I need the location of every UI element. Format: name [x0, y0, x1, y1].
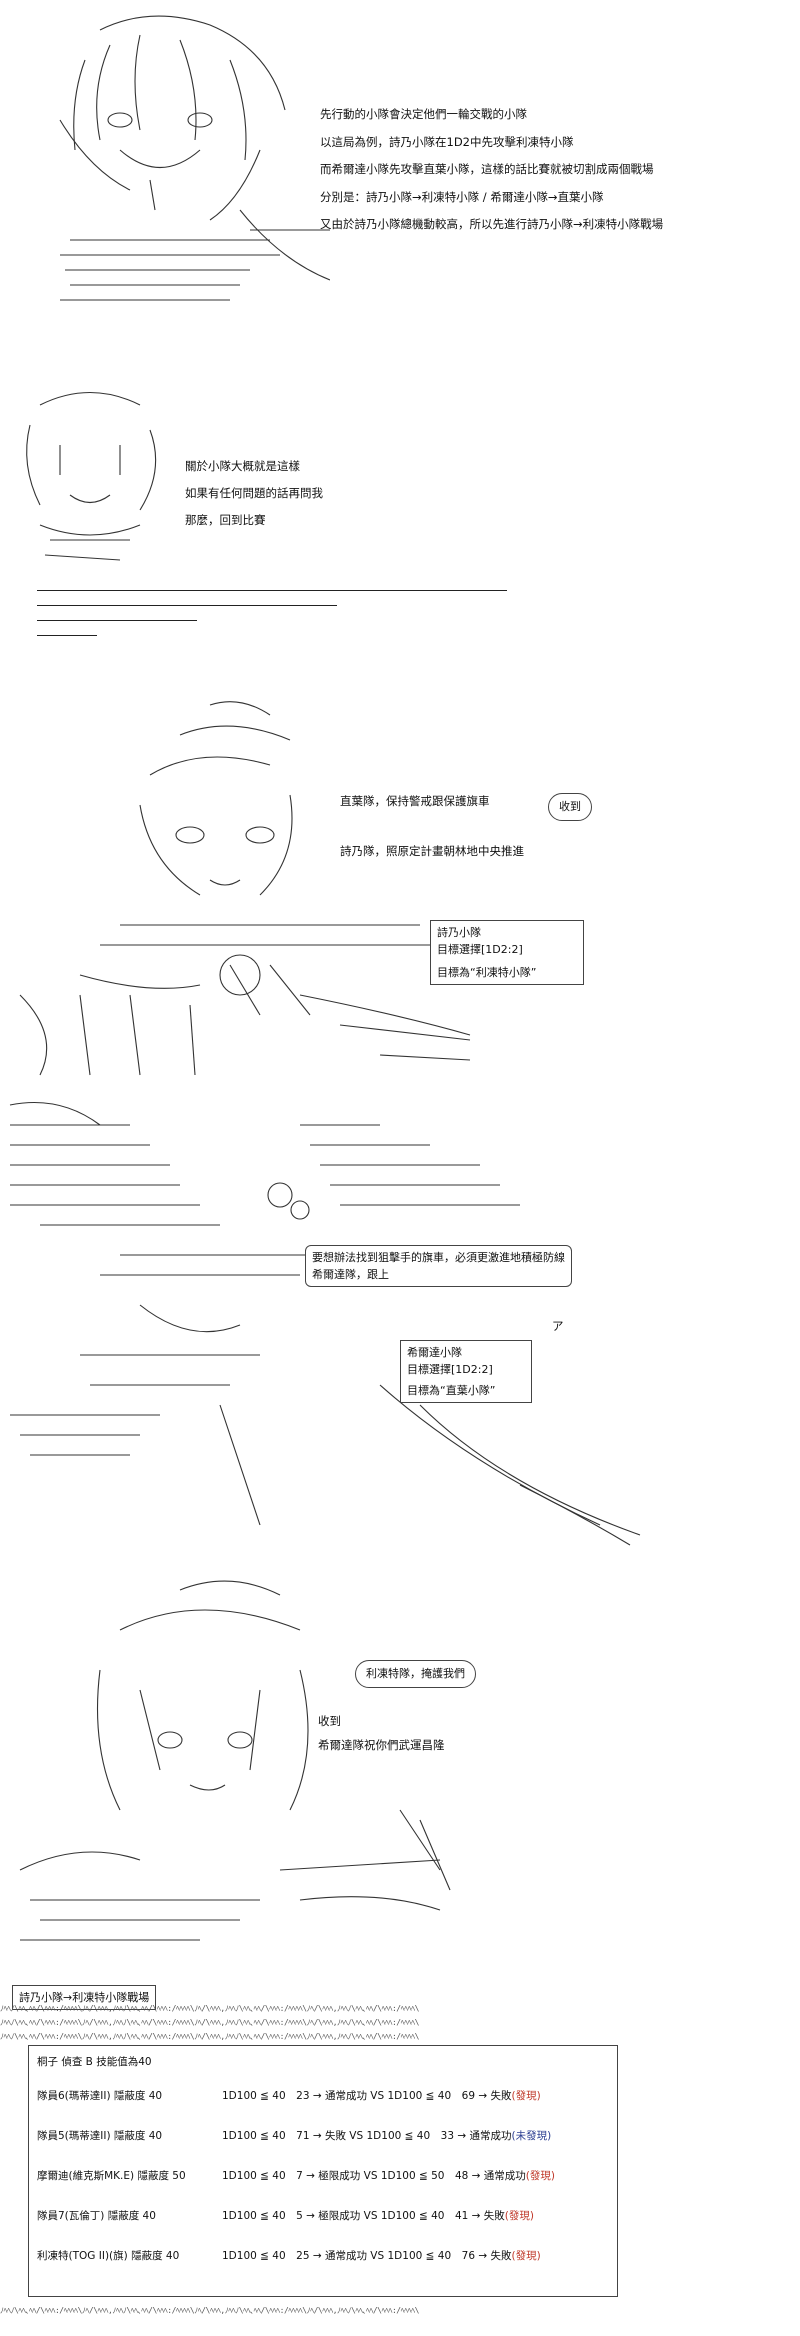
dice-result-frame: 桐子 偵查 B 技能值為40 隊員6(瑪蒂達II) 隱蔽度 40 1D100 ≦ … [28, 2045, 618, 2297]
target-box-shino-roll: 目標選擇[1D2:2] [437, 943, 523, 956]
target-box-hilda-roll: 目標選擇[1D2:2] [407, 1363, 493, 1376]
dice-row-4: 隊員7(瓦倫丁) 隱蔽度 40 1D100 ≦ 40 5 → 極限成功 VS 1D… [37, 2208, 534, 2223]
intro-line-4: 分別是：詩乃小隊→利凍特小隊 / 希爾達小隊→直葉小隊 [320, 190, 604, 204]
target-box-shino-result: 目標為“利凍特小隊” [437, 966, 537, 979]
character-art-5 [19, 1580, 451, 1941]
pattern-row-2: ﾉﾍﾍﾉ\ﾍﾍ､ﾍﾍ/\ﾍﾍﾍ:/ﾍﾍﾍﾍ\ﾉﾍ/\ﾍﾍﾍ,ﾉﾍﾍﾉ\ﾍﾍ､ﾍﾍ… [0, 2018, 419, 2027]
dice-row-2-roll: 1D100 ≦ 40 71 → 失敗 VS 1D100 ≦ 40 33 → 通常… [222, 2130, 512, 2142]
target-box-hilda-result: 目標為“直葉小隊” [407, 1384, 496, 1397]
battle-log: 詩乃小隊→利凍特小隊戰場 ﾉﾍﾍﾉ\ﾍﾍ､ﾍﾍ/\ﾍﾍﾍ:/ﾍﾍﾍﾍ\ﾉﾍ/\ﾍ… [0, 1975, 800, 2336]
divider-bar-2 [37, 605, 337, 606]
dice-row-3-name: 摩爾迪(維克斯MK.E) 隱蔽度 50 [37, 2170, 186, 2182]
order-line-2: 詩乃隊，照原定計畫朝林地中央推進 [340, 844, 524, 858]
divider-bar-3 [37, 620, 197, 621]
explain-line-1: 關於小隊大概就是這樣 [185, 459, 300, 473]
order-line-1: 直葉隊，保持警戒跟保護旗車 [340, 794, 490, 808]
dice-row-3-status: (發現) [525, 2170, 555, 2182]
battle-title: 詩乃小隊→利凍特小隊戰場 [12, 1985, 157, 2010]
dice-row-3-roll: 1D100 ≦ 40 7 → 極限成功 VS 1D100 ≦ 50 48 → 通… [222, 2170, 526, 2182]
target-box-hilda-title: 希爾達小隊 [407, 1346, 462, 1359]
tank-art [9, 1102, 641, 1546]
dice-row-1-roll: 1D100 ≦ 40 23 → 通常成功 VS 1D100 ≦ 40 69 → … [222, 2090, 512, 2102]
dice-row-2-status: (未發現) [511, 2130, 552, 2142]
character-art-3 [19, 701, 471, 1076]
speech-box-hilda-line-2: 希爾達隊，跟上 [312, 1268, 389, 1281]
dice-row-3: 摩爾迪(維克斯MK.E) 隱蔽度 50 1D100 ≦ 40 7 → 極限成功 V… [37, 2168, 555, 2183]
panel-explanation: 關於小隊大概就是這樣 如果有任何問題的話再問我 那麼，回到比賽 [0, 375, 800, 675]
dice-row-4-name: 隊員7(瓦倫丁) 隱蔽度 40 [37, 2210, 156, 2222]
dice-row-2-name: 隊員5(瑪蒂達II) 隱蔽度 40 [37, 2130, 163, 2142]
dice-row-5-name: 利凍特(TOG II)(旗) 隱蔽度 40 [37, 2250, 180, 2262]
explain-line-3: 那麼，回到比賽 [185, 513, 266, 527]
dice-row-2: 隊員5(瑪蒂達II) 隱蔽度 40 1D100 ≦ 40 71 → 失敗 VS 1… [37, 2128, 551, 2143]
target-box-shino: 詩乃小隊 目標選擇[1D2:2] 目標為“利凍特小隊” [430, 920, 584, 985]
lizbeth-line-2: 希爾達隊祝你們武運昌隆 [318, 1738, 445, 1752]
pattern-row-4: ﾉﾍﾍﾉ\ﾍﾍ､ﾍﾍ/\ﾍﾍﾍ:/ﾍﾍﾍﾍ\ﾉﾍ/\ﾍﾍﾍ,ﾉﾍﾍﾉ\ﾍﾍ､ﾍﾍ… [0, 2306, 419, 2315]
panel-lizbeth: 利凍特隊，掩護我們 收到 希爾達隊祝你們武運昌隆 [0, 1570, 800, 1970]
dice-row-1: 隊員6(瑪蒂達II) 隱蔽度 40 1D100 ≦ 40 23 → 通常成功 VS… [37, 2088, 541, 2103]
pattern-row-1: ﾉﾍﾍﾉ\ﾍﾍ､ﾍﾍ/\ﾍﾍﾍ:/ﾍﾍﾍﾍ\ﾉﾍ/\ﾍﾍﾍ,ﾉﾍﾍﾉ\ﾍﾍ､ﾍﾍ… [0, 2004, 419, 2013]
dice-row-4-status: (發現) [504, 2210, 534, 2222]
intro-line-3: 而希爾達小隊先攻擊直葉小隊，這樣的話比賽就被切割成兩個戰場 [320, 162, 654, 176]
dice-header: 桐子 偵查 B 技能值為40 [37, 2056, 152, 2068]
explain-line-2: 如果有任何問題的話再問我 [185, 486, 323, 500]
intro-line-2: 以這局為例，詩乃小隊在1D2中先攻擊利凍特小隊 [320, 135, 574, 149]
intro-line-5: 又由於詩乃小隊總機動較高，所以先進行詩乃小隊→利凍特小隊戰場 [320, 217, 664, 231]
speech-bubble-cover: 利凍特隊，掩護我們 [355, 1660, 476, 1688]
panel-shino-orders: 直葉隊，保持警戒跟保護旗車 詩乃隊，照原定計畫朝林地中央推進 收到 詩乃小隊 目… [0, 695, 800, 1085]
dice-row-5-status: (發現) [511, 2250, 541, 2262]
dice-row-5-roll: 1D100 ≦ 40 25 → 通常成功 VS 1D100 ≦ 40 76 → … [222, 2250, 512, 2262]
target-box-shino-title: 詩乃小隊 [437, 926, 481, 939]
lizbeth-line-1: 收到 [318, 1714, 341, 1728]
panel-intro: 先行動的小隊會決定他們一輪交戰的小隊 以這局為例，詩乃小隊在1D2中先攻擊利凍特… [0, 0, 800, 330]
speech-box-hilda-line-1: 要想辦法找到狙擊手的旗車，必須更激進地積極防線 [312, 1251, 565, 1264]
target-box-hilda: 希爾達小隊 目標選擇[1D2:2] 目標為“直葉小隊” [400, 1340, 532, 1403]
dice-row-4-roll: 1D100 ≦ 40 5 → 極限成功 VS 1D100 ≦ 40 41 → 失… [222, 2210, 505, 2222]
speech-box-hilda: 要想辦法找到狙擊手的旗車，必須更激進地積極防線 希爾達隊，跟上 [305, 1245, 572, 1287]
panel-hilda-orders: 要想辦法找到狙擊手的旗車，必須更激進地積極防線 希爾達隊，跟上 ア 希爾達小隊 … [0, 1085, 800, 1555]
dice-row-1-name: 隊員6(瑪蒂達II) 隱蔽度 40 [37, 2090, 163, 2102]
character-art-1 [59, 15, 330, 301]
divider-bar-4 [37, 635, 97, 636]
pattern-row-3: ﾉﾍﾍﾉ\ﾍﾍ､ﾍﾍ/\ﾍﾍﾍ:/ﾍﾍﾍﾍ\ﾉﾍ/\ﾍﾍﾍ,ﾉﾍﾍﾉ\ﾍﾍ､ﾍﾍ… [0, 2032, 419, 2041]
dice-row-1-status: (發現) [511, 2090, 541, 2102]
dice-row-5: 利凍特(TOG II)(旗) 隱蔽度 40 1D100 ≦ 40 25 → 通常成… [37, 2248, 541, 2263]
character-art-2 [26, 392, 157, 561]
intro-line-1: 先行動的小隊會決定他們一輪交戰的小隊 [320, 107, 527, 121]
reply-bubble-received: 收到 [548, 793, 592, 821]
divider-bar-1 [37, 590, 507, 591]
sound-mark: ア [552, 1319, 564, 1333]
